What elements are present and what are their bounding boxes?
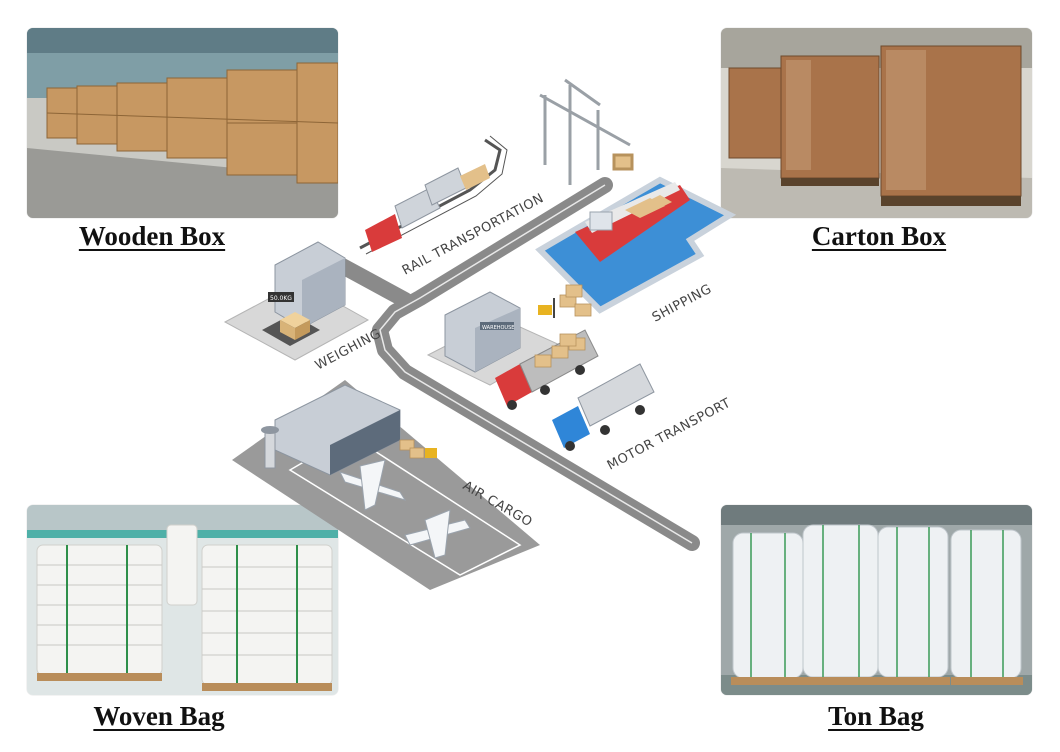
red-truck — [495, 329, 599, 410]
blue-truck — [552, 363, 655, 451]
wooden-box-caption: Wooden Box — [78, 221, 226, 251]
warehouse-sign: WAREHOUSE — [482, 325, 514, 331]
logistics-diagram: 50.0KG W — [223, 78, 737, 590]
warehouse: WAREHOUSE — [426, 284, 592, 386]
woven-bag-caption: Woven Bag — [93, 701, 225, 731]
shipping-label: SHIPPING — [650, 282, 715, 326]
cargo-ship — [575, 182, 690, 262]
ton-bag-caption: Ton Bag — [828, 701, 924, 731]
carton-box-photo — [721, 28, 1032, 218]
airplane-icon — [339, 459, 407, 511]
harbor — [535, 176, 737, 314]
wooden-box-photo — [27, 28, 338, 218]
train — [365, 164, 490, 252]
rail-track — [359, 135, 508, 255]
airport — [232, 380, 540, 590]
woven-bag-photo — [27, 505, 338, 695]
cargo-box — [280, 312, 310, 340]
airplane-icon — [404, 509, 471, 559]
carton-box-caption: Carton Box — [811, 221, 947, 251]
weighing-station: 50.0KG — [223, 241, 370, 361]
port-crane — [539, 78, 634, 185]
scale-display: 50.0KG — [270, 295, 292, 302]
forklift-icon — [538, 298, 555, 318]
ton-bag-photo — [721, 505, 1032, 695]
